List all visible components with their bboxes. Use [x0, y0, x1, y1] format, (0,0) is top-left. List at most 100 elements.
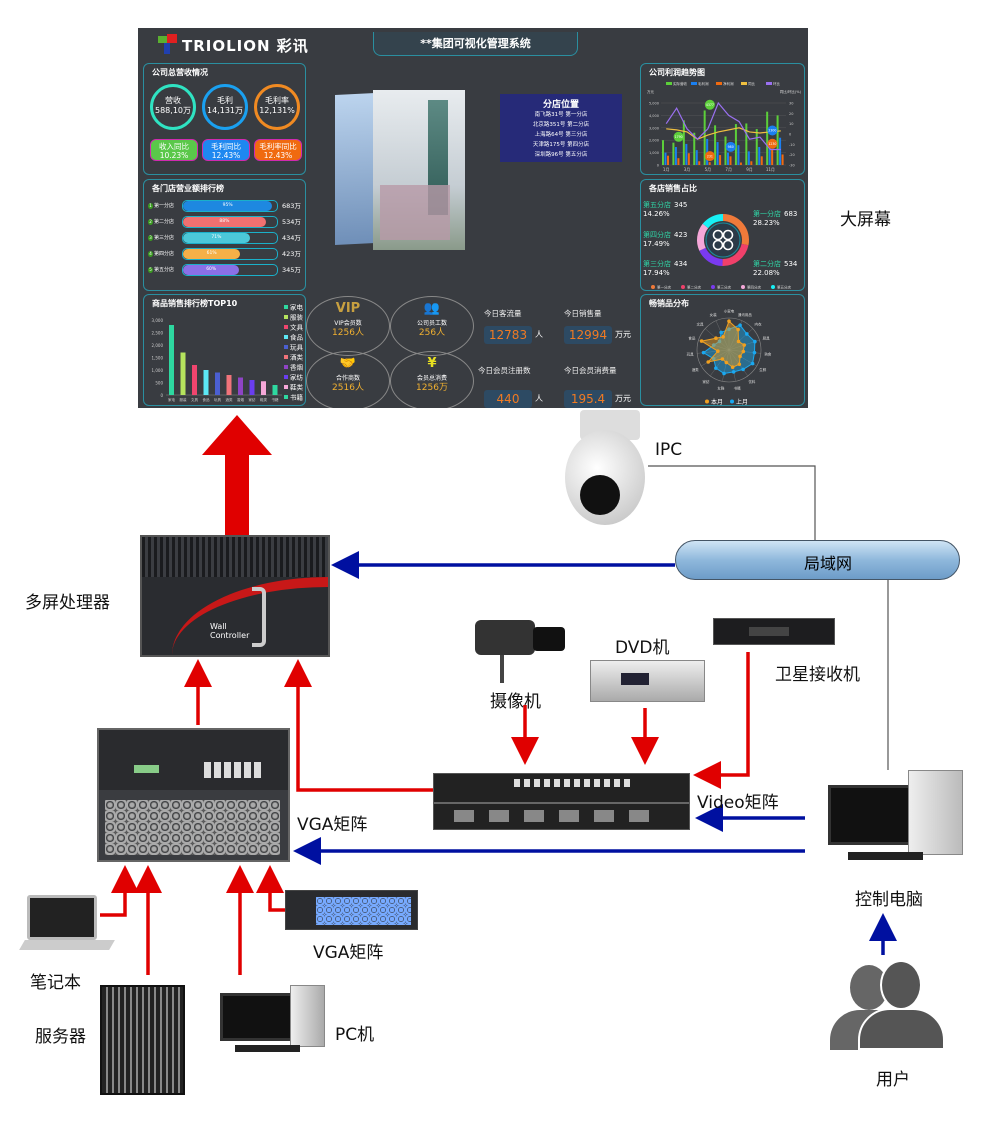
legend-swatch [284, 345, 288, 349]
top10-bar [203, 370, 209, 395]
x-tick: 1月 [663, 167, 670, 172]
rank-number: 5 [148, 267, 153, 273]
slice-name: 第三分店 [643, 259, 671, 268]
legend-label: 第二分店 [687, 285, 701, 290]
legend-swatch [741, 82, 747, 85]
chip-value: 12.43% [263, 151, 293, 160]
x-tick: 5月 [705, 167, 712, 172]
net-bar [729, 156, 732, 165]
yoy-line [666, 127, 781, 140]
rank-bar-fill: 60% [183, 265, 240, 275]
y-tick-left: 2,000 [649, 139, 659, 143]
server-label: 服务器 [35, 1027, 86, 1047]
kpi-label: 营收 [165, 96, 181, 105]
legend-dot [741, 285, 745, 289]
top10-bar [192, 365, 197, 395]
y-tick-right: 20 [789, 112, 793, 116]
radar-point [736, 327, 740, 332]
branch-line: 天津路175号 第四分店 [532, 142, 590, 148]
kpi-value: 12,131% [259, 106, 295, 115]
big-red-arrow-up [202, 415, 272, 535]
legend-swatch [284, 395, 288, 399]
member-label: VIP会员数 [334, 320, 362, 327]
stat-label: 今日销售量 [564, 309, 602, 318]
revenue-bar [776, 115, 779, 165]
slice-value: 534 [784, 260, 798, 268]
ipc-to-lan-line [648, 465, 816, 542]
legend-dot [651, 285, 655, 289]
y-tick-left: 3,000 [649, 126, 659, 130]
donut-slice [723, 214, 749, 246]
y-tick: 1,000 [152, 368, 164, 373]
legend-swatch [284, 375, 288, 379]
vga-matrix [97, 728, 290, 862]
laptop [19, 895, 115, 955]
pin-label: 1230 [768, 142, 776, 146]
radar-chart: 小家电通讯用品内衣厨具熟食生鲜饮料书籍女鞋家纺酒类玩具食品文具女装本月上月 [687, 308, 772, 406]
net-bar [708, 162, 711, 165]
kpi-label: 毛利 [217, 96, 233, 105]
revenue-bar [745, 123, 748, 165]
legend-swatch [766, 82, 772, 85]
radar-axis-label: 家纺 [703, 379, 711, 384]
radar-point [741, 367, 745, 372]
kpi-value: 588,10万 [155, 106, 191, 115]
pin-label: 4377 [706, 103, 714, 107]
legend-label: 香烟 [290, 363, 304, 372]
donut-slice [697, 223, 709, 251]
y-tick-right: -10 [789, 143, 795, 147]
rank-bar-fill: 71% [183, 233, 250, 243]
rank-bar: 71% [182, 232, 278, 244]
radar-point [738, 354, 742, 359]
laptop-label: 笔记本 [30, 973, 81, 993]
legend-label: 环比 [773, 81, 781, 86]
donut-slice [722, 243, 749, 266]
slice-value: 683 [784, 210, 797, 218]
store-name: 第四分店 [154, 251, 175, 257]
top10-bar [169, 325, 174, 395]
branch-location-box: 分店位置 南飞路31号 第一分店北京路351号 第二分店上海路64号 第三分店天… [500, 94, 622, 162]
radar-point [716, 349, 720, 353]
radar-point [699, 339, 704, 343]
radar-axis-label: 女装 [710, 312, 718, 317]
branch-line: 南飞路31号 第一分店 [534, 112, 588, 118]
radar-axis-label: 生鲜 [759, 367, 767, 372]
x-tick: 酒类 [226, 397, 233, 402]
net-bar [698, 161, 701, 165]
legend-label: 家电 [290, 303, 304, 312]
value-pin [673, 131, 684, 142]
store-name: 第五分店 [154, 267, 175, 273]
radar-point [738, 323, 742, 327]
radar-axis-label: 食品 [688, 335, 696, 340]
legend-swatch [284, 305, 288, 309]
x-tick: 3月 [684, 167, 691, 172]
slice-value: 345 [674, 201, 687, 209]
y-tick: 0 [160, 393, 163, 398]
gross-bar [695, 150, 698, 165]
revenue-bar [755, 129, 758, 165]
x-tick: 7月 [725, 167, 732, 172]
radar-point [722, 371, 726, 376]
legend-label: 食品 [290, 333, 303, 342]
radar-point [731, 370, 736, 374]
top10-bar [238, 377, 243, 395]
lan-label: 局域网 [804, 554, 853, 573]
x-tick: 11月 [766, 167, 775, 172]
pin-label: 2300 [768, 129, 776, 133]
dvd-player [590, 660, 705, 702]
legend-label: 第一分店 [657, 285, 671, 290]
legend-label: 实际营收 [673, 81, 687, 86]
net-bar [760, 156, 763, 165]
video-camera [465, 615, 570, 685]
satellite-to-video-arrow [693, 652, 750, 789]
pc [220, 985, 325, 1055]
gross-bar [737, 145, 740, 165]
value-pin [704, 99, 715, 110]
